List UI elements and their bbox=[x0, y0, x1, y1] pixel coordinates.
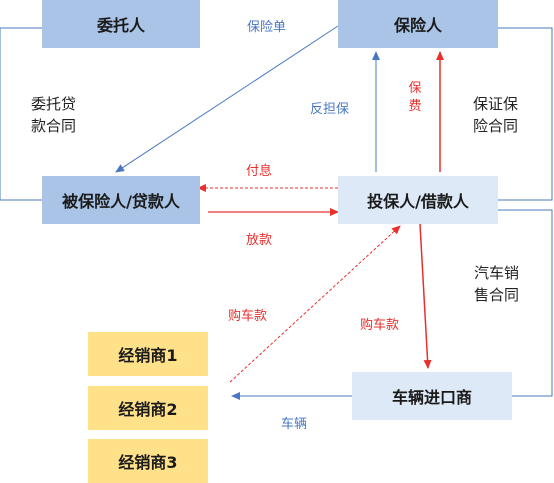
insured-lender-node: 被保险人/贷款人 bbox=[42, 176, 200, 224]
guarantee-insurance-contract-label: 保证保 险合同 bbox=[473, 93, 518, 137]
loan-label: 放款 bbox=[246, 233, 273, 248]
entrust-loan-contract-line-2: 款合同 bbox=[31, 117, 77, 135]
guarantee-contract-line bbox=[498, 27, 553, 201]
dealer-3-node: 经销商3 bbox=[88, 439, 208, 483]
entrust-loan-contract-label: 委托贷 款合同 bbox=[31, 93, 76, 137]
premium-label: 保费 bbox=[408, 81, 422, 114]
policy-arrow bbox=[115, 25, 339, 173]
entrust-contract-line bbox=[0, 27, 42, 201]
insurer-node: 保险人 bbox=[338, 0, 498, 48]
policyholder-borrower-node: 投保人/借款人 bbox=[338, 176, 498, 224]
dealer-payment-arrow bbox=[229, 225, 401, 383]
principal-node: 委托人 bbox=[42, 0, 200, 48]
car-payment-label: 购车款 bbox=[360, 318, 400, 333]
vehicle-label: 车辆 bbox=[281, 417, 308, 432]
interest-label: 付息 bbox=[246, 164, 273, 179]
dealer-2-node: 经销商2 bbox=[88, 386, 208, 430]
car-sales-contract-label: 汽车销 售合同 bbox=[474, 262, 519, 306]
car-payment-arrow bbox=[419, 223, 432, 369]
importer-node: 车辆进口商 bbox=[352, 372, 512, 420]
sales-contract-line bbox=[498, 209, 553, 397]
counter-guarantee-label: 反担保 bbox=[310, 102, 350, 117]
guarantee-insurance-contract-line-1: 保证保 bbox=[473, 95, 519, 113]
dealer-1-node: 经销商1 bbox=[88, 332, 208, 376]
car-sales-contract-line-2: 售合同 bbox=[474, 286, 520, 304]
entrust-loan-contract-line-1: 委托贷 bbox=[31, 95, 77, 113]
guarantee-insurance-contract-line-2: 险合同 bbox=[473, 117, 519, 135]
policy-label: 保险单 bbox=[247, 20, 287, 35]
dealer-payment-label: 购车款 bbox=[228, 309, 268, 324]
car-sales-contract-line-1: 汽车销 bbox=[474, 264, 520, 282]
